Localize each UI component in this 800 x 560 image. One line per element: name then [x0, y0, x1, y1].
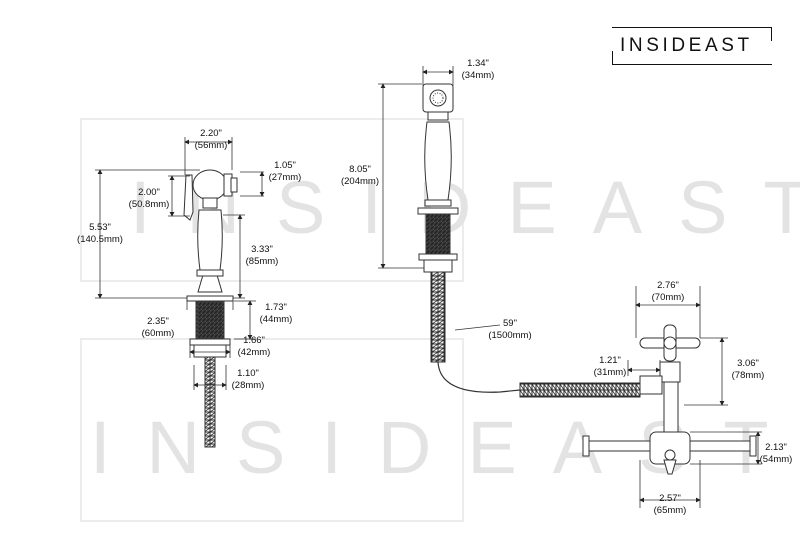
dim-label-15: 3.06"(78mm)	[731, 358, 765, 381]
dim-label-9: 1.10"(28mm)	[231, 368, 265, 391]
brand-logo-text: INSIDEAST	[620, 35, 753, 56]
dim-label-3: 2.00"(50.8mm)	[128, 187, 170, 210]
dim-label-8: 1.66"(42mm)	[237, 335, 271, 358]
dim-label-1: 2.20"(56mm)	[194, 128, 228, 151]
dim-label-11: 8.05"(204mm)	[340, 164, 379, 187]
dim-label-5: 3.33"(85mm)	[245, 244, 279, 267]
mixing-valve	[582, 324, 757, 475]
brand-logo: INSIDEAST	[612, 27, 772, 65]
middle-dim-lines	[378, 66, 501, 331]
dim-label-10: 1.34"(34mm)	[461, 58, 495, 81]
dim-label-16: 2.13"(54mm)	[759, 442, 793, 465]
dim-label-2: 1.05"(27mm)	[268, 160, 302, 183]
dim-label-12: 59"(1500mm)	[488, 318, 532, 341]
hand-shower	[417, 83, 641, 398]
left-sprayer	[183, 169, 238, 448]
dim-label-17: 2.57"(65mm)	[653, 493, 687, 516]
dim-label-6: 1.73"(44mm)	[259, 302, 293, 325]
dim-label-13: 2.76"(70mm)	[651, 280, 685, 303]
left-dim-lines	[95, 137, 265, 390]
dim-label-14: 1.21"(31mm)	[593, 355, 627, 378]
dim-label-7: 2.35"(60mm)	[141, 316, 175, 339]
right-dim-lines	[627, 286, 762, 508]
dim-label-4: 5.53"(140.5mm)	[77, 222, 123, 245]
watermark-frame-bottom	[80, 338, 464, 522]
watermark-frame-top	[80, 118, 464, 282]
